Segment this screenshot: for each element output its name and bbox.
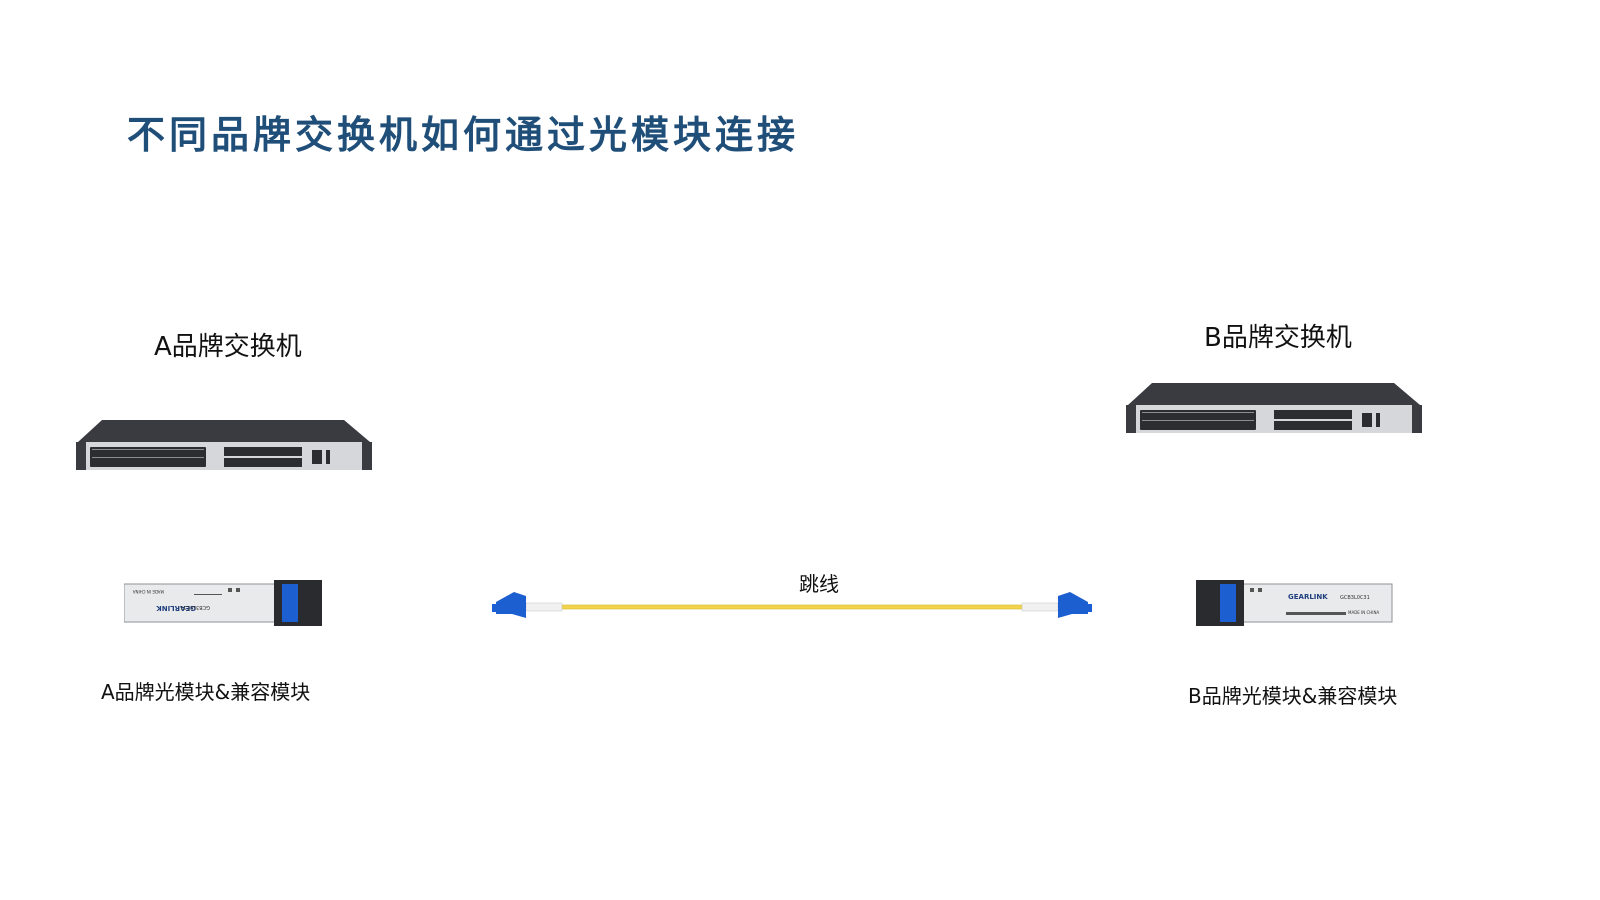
module-b-model: GCB3L0C31: [1340, 595, 1370, 601]
cable-line: [561, 604, 1023, 610]
switch-a-image: [76, 420, 372, 470]
cable-label: 跳线: [799, 572, 839, 596]
module-b-body: [1233, 583, 1393, 623]
module-b-latch: [1220, 584, 1236, 622]
module-a-label: A品牌光模块&兼容模块: [101, 680, 311, 704]
module-b-brand: GEARLINK: [1288, 593, 1328, 601]
module-b-madein: MADE IN CHINA: [1348, 610, 1379, 615]
module-a-madein: MADE IN CHINA: [133, 589, 164, 594]
module-b-label: B品牌光模块&兼容模块: [1188, 684, 1398, 708]
module-a-latch: [282, 584, 298, 622]
module-b-image: GEARLINK GCB3L0C31 MADE IN CHINA: [1196, 580, 1393, 626]
switch-b-label: B品牌交换机: [1204, 323, 1352, 353]
switch-a-label: A品牌交换机: [154, 332, 302, 362]
module-a-body: [124, 583, 285, 623]
switch-b-image: [1126, 383, 1422, 433]
module-a-brand: GEARLINK: [156, 604, 196, 612]
cable-left-connector: [496, 592, 526, 618]
switch-b-top: [1128, 383, 1420, 405]
switch-a-top: [78, 420, 370, 442]
patch-cable-image: [492, 592, 1092, 618]
cable-right-connector: [1058, 592, 1088, 618]
page-title: 不同品牌交换机如何通过光模块连接: [127, 113, 800, 157]
module-a-image: GEARLINK GCB3L0C31 MADE IN CHINA: [124, 580, 322, 626]
module-a-model: GCB3L0C31: [180, 604, 210, 610]
